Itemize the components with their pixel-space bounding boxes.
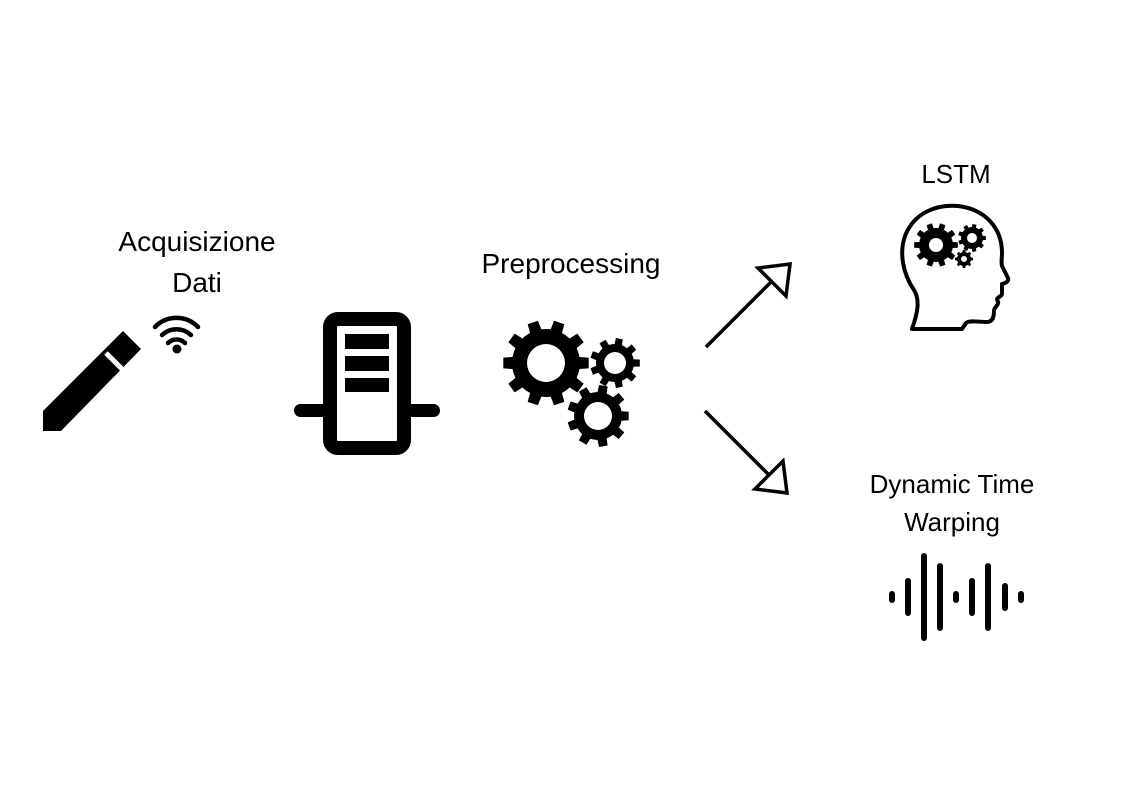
brain-gear-small-icon-hole bbox=[967, 233, 977, 243]
arrow-down-right-icon bbox=[703, 409, 790, 496]
arrow-up-right-icon bbox=[704, 261, 793, 349]
wifi-icon bbox=[152, 315, 201, 354]
gear-medium-icon-hole bbox=[584, 402, 612, 430]
acquisition-label-line1: Acquisizione bbox=[118, 226, 276, 257]
dtw-label: Dynamic Time Warping bbox=[846, 466, 1058, 541]
dtw-label-line2: Warping bbox=[904, 506, 1000, 537]
server-device-icon bbox=[294, 312, 440, 455]
brain-gears-head-icon bbox=[900, 203, 1011, 331]
dtw-label-line1: Dynamic Time bbox=[869, 469, 1035, 499]
brain-gear-large-icon-hole bbox=[929, 238, 943, 252]
brain-gear-tiny-icon-hole bbox=[961, 256, 967, 262]
acquisition-label-line2: Dati bbox=[172, 266, 222, 298]
preprocessing-label: Preprocessing bbox=[481, 248, 661, 279]
gear-large-icon-hole bbox=[527, 344, 565, 382]
acquisition-label: Acquisizione Dati bbox=[90, 222, 304, 303]
sound-wave-icon bbox=[889, 553, 1024, 641]
pen-icon bbox=[43, 331, 141, 431]
pen-wifi-icon bbox=[43, 315, 201, 431]
gear-small-icon-hole bbox=[604, 352, 626, 374]
gears-icon bbox=[503, 320, 640, 447]
lstm-label: LSTM bbox=[921, 159, 991, 189]
